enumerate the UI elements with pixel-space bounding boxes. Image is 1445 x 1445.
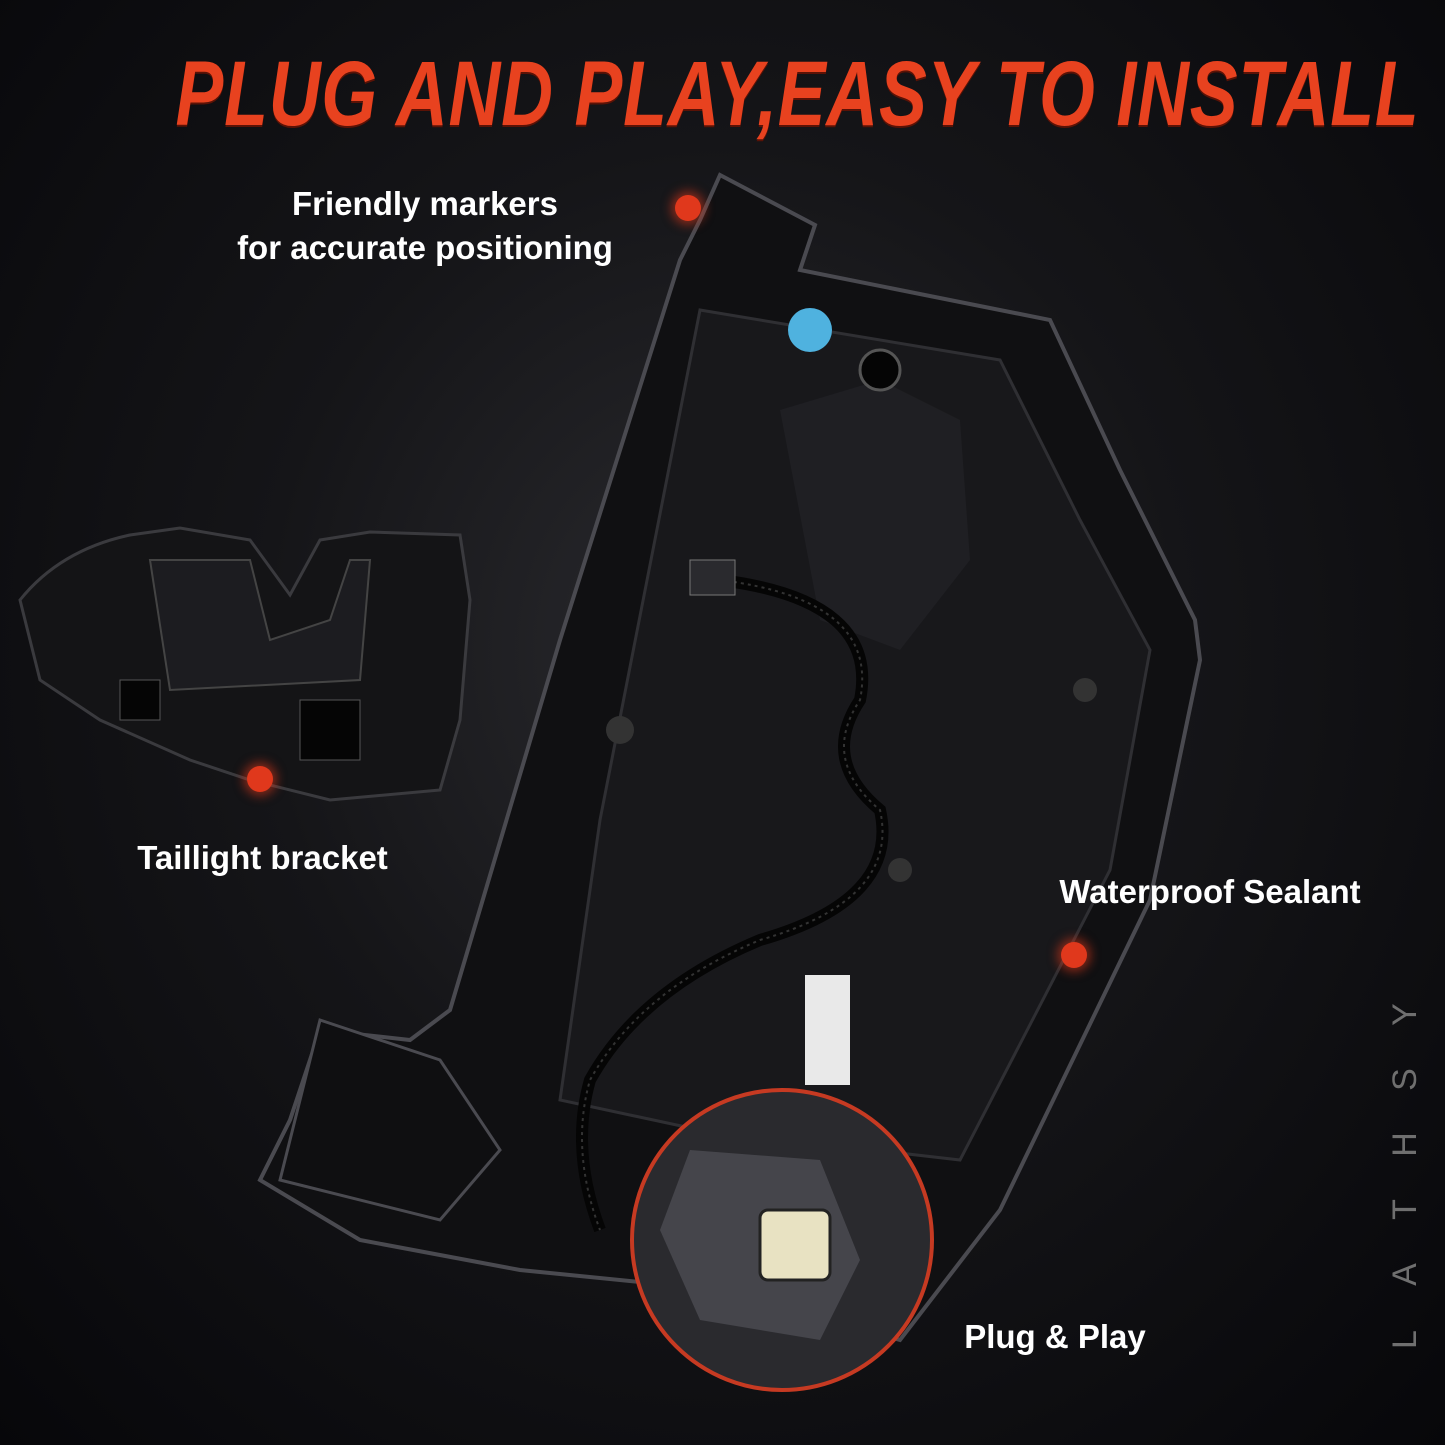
sealant-dot-icon (1061, 942, 1087, 968)
callout-sealant: Waterproof Sealant (1059, 873, 1361, 910)
headline: PLUG AND PLAY,EASY TO INSTALL (0, 42, 1445, 147)
callout-plug: Plug & Play (964, 1318, 1146, 1355)
brand-watermark: L A T H S Y (1385, 995, 1425, 1359)
bracket-dot-icon (247, 766, 273, 792)
callout-markers: Friendly markers for accurate positionin… (205, 182, 645, 270)
callout-markers-line2: for accurate positioning (237, 229, 613, 266)
callout-bracket: Taillight bracket (137, 839, 388, 876)
watermark-letter: H (1385, 1132, 1424, 1157)
marker-dot-icon (675, 195, 701, 221)
callout-markers-line1: Friendly markers (292, 185, 558, 222)
watermark-letter: A (1385, 1263, 1424, 1286)
watermark-letter: Y (1385, 1003, 1424, 1026)
watermark-letter: S (1385, 1068, 1424, 1091)
watermark-letter: T (1385, 1199, 1424, 1220)
watermark-letter: L (1385, 1330, 1424, 1349)
headline-text: PLUG AND PLAY,EASY TO INSTALL (175, 43, 1420, 145)
